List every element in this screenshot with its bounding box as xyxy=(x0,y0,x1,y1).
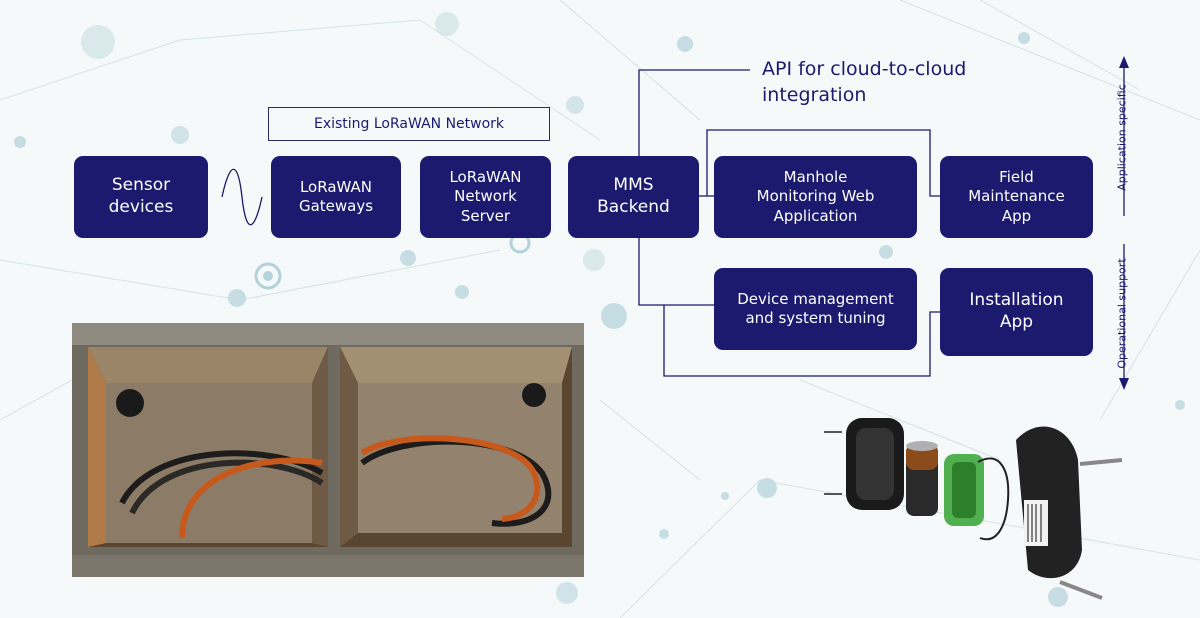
manhole-monitoring-web-app-node: Manhole Monitoring Web Application xyxy=(714,156,917,238)
sensor-devices-node: Sensor devices xyxy=(74,156,208,238)
manhole-chambers-photo xyxy=(72,323,584,577)
api-label: API for cloud-to-cloud integration xyxy=(762,58,967,106)
application-specific-label: Application specific xyxy=(1115,84,1129,191)
lorawan-gateways-node: LoRaWAN Gateways xyxy=(271,156,401,238)
sensor-exploded-view xyxy=(824,418,1123,600)
arrow-up-icon xyxy=(1119,56,1129,68)
installation-app-node: Installation App xyxy=(940,268,1093,356)
lorawan-network-server-node: LoRaWAN Network Server xyxy=(420,156,551,238)
device-management-node: Device management and system tuning xyxy=(714,268,917,350)
arrow-down-icon xyxy=(1119,378,1129,390)
existing-network-label: Existing LoRaWAN Network xyxy=(268,107,550,141)
operational-support-label: Operational support xyxy=(1115,258,1129,369)
field-maintenance-app-node: Field Maintenance App xyxy=(940,156,1093,238)
mms-backend-node: MMS Backend xyxy=(568,156,699,238)
radio-wave xyxy=(221,168,263,226)
